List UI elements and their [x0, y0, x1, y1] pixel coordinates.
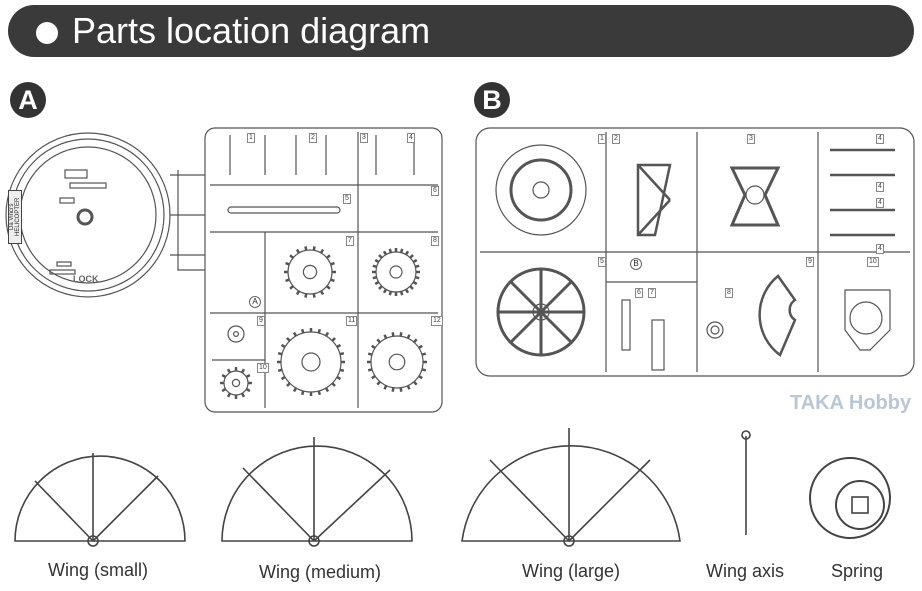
sprue-b-part-number: 4 — [876, 198, 884, 208]
gear — [370, 335, 424, 389]
sprue-b-part-number: 4 — [876, 134, 884, 144]
gear — [280, 331, 342, 393]
sprue-a-part-number: 8 — [431, 236, 439, 246]
sprue-a-part-number: 6 — [431, 186, 439, 196]
sprue-b-part-number: 9 — [806, 257, 814, 267]
lock-label: LOCK — [73, 274, 99, 284]
helicopter-body-label: Da Vinci's HELICOPTER — [8, 190, 22, 244]
sprue-a-marker: A — [249, 296, 261, 308]
wing-large-label: Wing (large) — [522, 561, 621, 581]
wing-axis-label: Wing axis — [706, 561, 785, 581]
sprue-b-part-number: 1 — [598, 134, 606, 144]
gear — [223, 370, 249, 396]
header-bar: Parts location diagram — [8, 5, 914, 57]
sprue-a-part-number: 11 — [346, 316, 358, 326]
sprue-a-body — [5, 132, 205, 298]
sprue-b-part-number: 4 — [876, 182, 884, 192]
sprue-a-frame — [204, 127, 443, 413]
sprue-a-gears — [220, 246, 427, 399]
sprue-b-part-number: 4 — [876, 244, 884, 254]
sprue-b-part-number: 8 — [725, 288, 733, 298]
sprue-b-frame — [475, 127, 915, 377]
sprue-a-part-number: 1 — [247, 133, 255, 143]
gear — [287, 249, 333, 295]
spring-label: Spring — [831, 561, 884, 581]
sprue-a-part-number: 9 — [257, 316, 265, 326]
sprue-b-part-number: 5 — [598, 257, 606, 267]
sprue-b-part-number: 7 — [648, 288, 656, 298]
wing-small-label: Wing (small) — [48, 560, 149, 580]
sprue-b-part-number: 6 — [635, 288, 643, 298]
sprue-b-part-number: 2 — [612, 134, 620, 144]
sprue-a-part-number: 12 — [431, 316, 443, 326]
sprue-b-part-number: 3 — [747, 134, 755, 144]
wing-medium-label: Wing (medium) — [259, 562, 382, 582]
section-b-badge: B — [474, 82, 510, 118]
gear — [227, 325, 245, 343]
sprue-a-part-number: 5 — [343, 194, 351, 204]
wings-art — [14, 428, 891, 547]
sprue-a-part-number: 3 — [360, 133, 368, 143]
sprue-a-part-number: 10 — [257, 363, 269, 373]
sprue-b-part-number: 10 — [867, 257, 879, 267]
sprue-a-part-number: 2 — [309, 133, 317, 143]
watermark: TAKA Hobby — [790, 392, 912, 414]
page-title: Parts location diagram — [72, 10, 431, 51]
bullet-icon — [36, 22, 58, 44]
section-a-badge: A — [10, 82, 46, 118]
gear — [375, 251, 417, 293]
sprue-a-part-number: 4 — [407, 133, 415, 143]
sprue-b-marker: B — [630, 258, 642, 270]
sprue-a-part-number: 7 — [346, 236, 354, 246]
